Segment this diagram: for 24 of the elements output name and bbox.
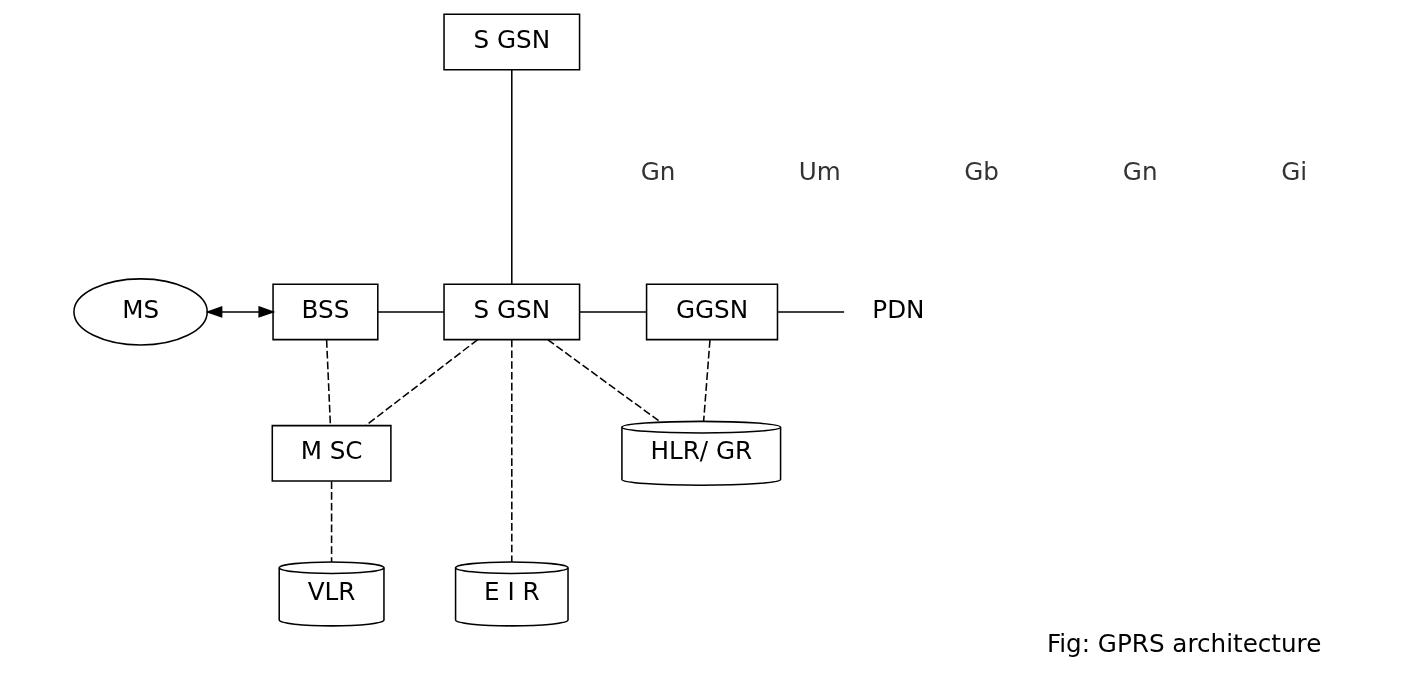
connector: [510, 338, 513, 563]
connector: [330, 480, 332, 563]
label: Gn: [1122, 157, 1158, 187]
label: Um: [798, 157, 841, 187]
node-box: GGSN: [645, 283, 778, 341]
connector: [776, 311, 845, 313]
node-box: S GSN: [442, 13, 580, 71]
label: Gi: [1280, 157, 1307, 187]
connector: [702, 339, 711, 423]
node-box: S GSN: [442, 283, 580, 341]
node-box: M SC: [271, 424, 392, 482]
node-text: PDN: [871, 294, 925, 324]
node-box: BSS: [271, 283, 379, 341]
label: Gn: [640, 157, 675, 187]
connector: [578, 311, 647, 313]
connector: [325, 339, 331, 426]
caption: Fig: GPRS architecture: [1046, 628, 1321, 658]
arrow: [204, 305, 275, 318]
label: Gb: [963, 157, 999, 187]
node-ellipse: MS: [72, 278, 208, 346]
connector: [364, 339, 478, 427]
connector: [510, 69, 513, 285]
connector: [376, 311, 445, 313]
connector: [546, 339, 660, 422]
